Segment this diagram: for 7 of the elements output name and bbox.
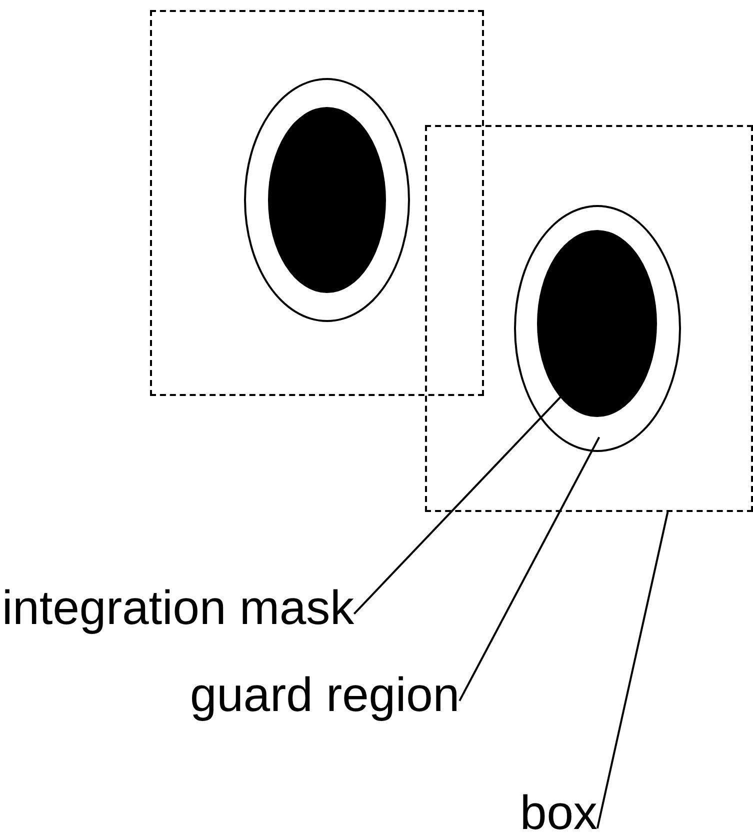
leader-line [596, 512, 669, 829]
leader-line [458, 436, 600, 702]
dashed-frame [425, 125, 753, 512]
part-label: integration mask [2, 585, 354, 633]
dashed-frame [150, 10, 484, 396]
part-label: guard region [190, 672, 460, 720]
part-label: box [520, 790, 598, 838]
